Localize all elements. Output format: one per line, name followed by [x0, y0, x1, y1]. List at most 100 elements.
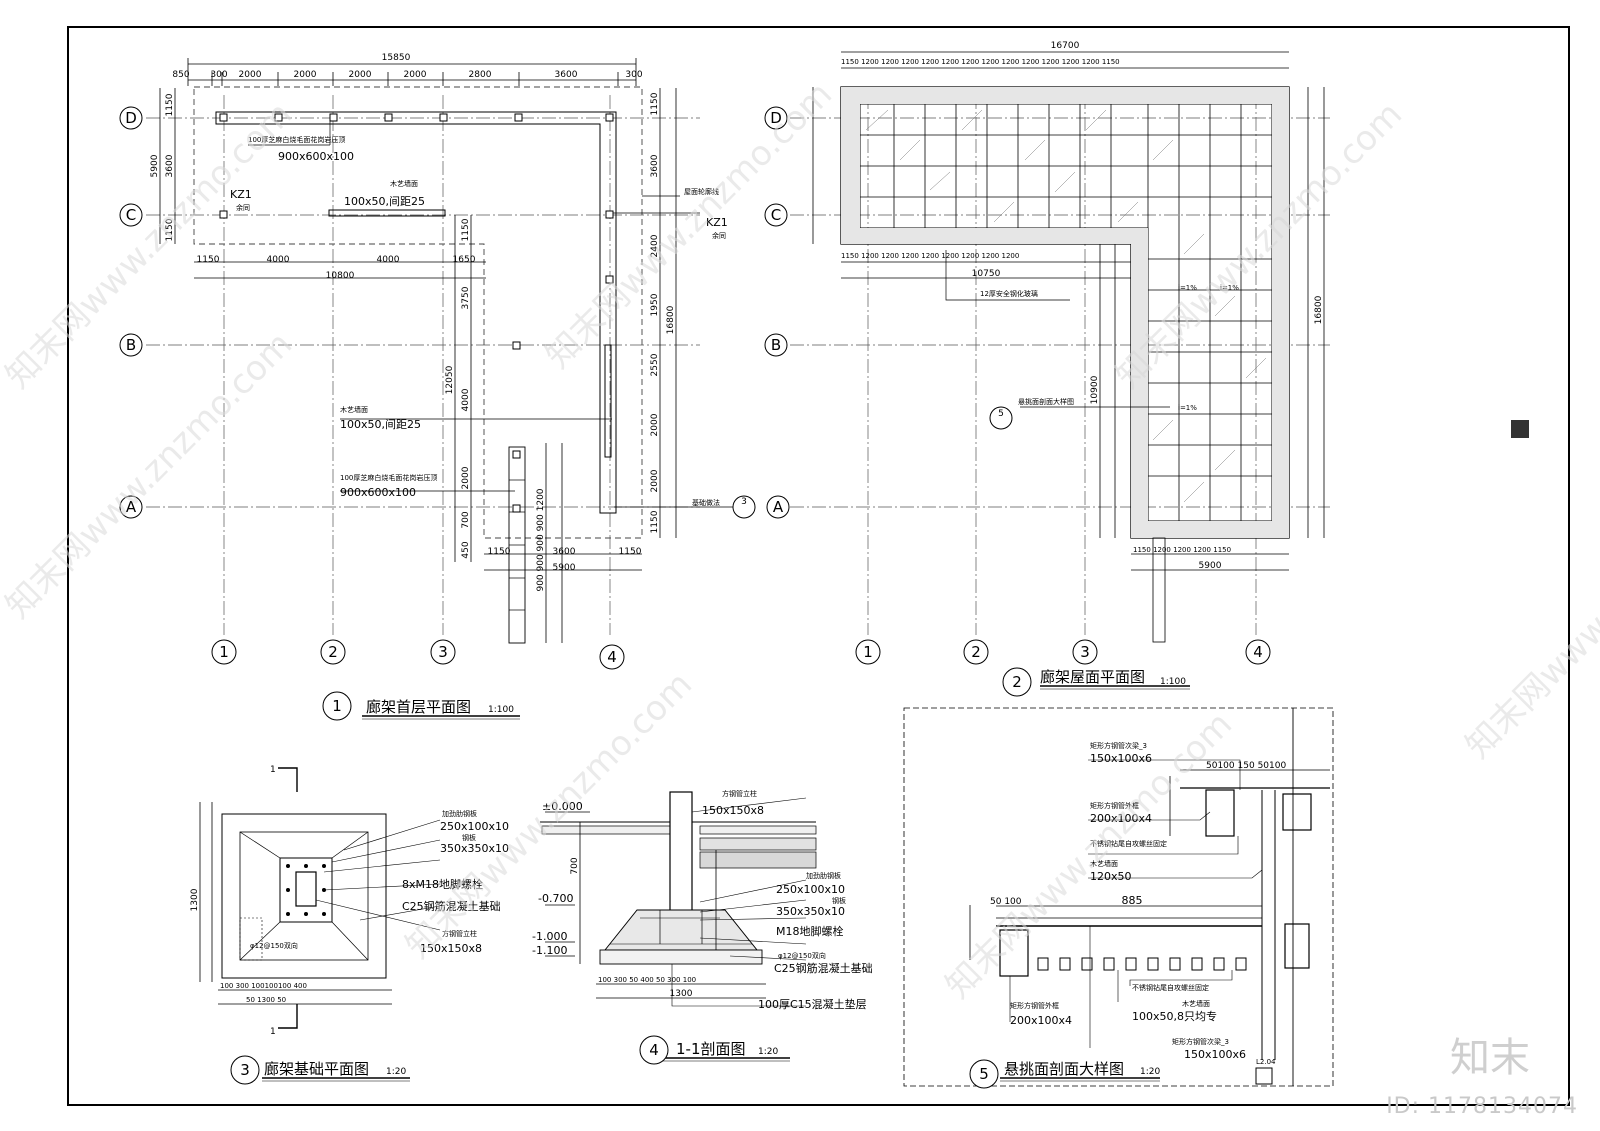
plan2-inner-total: 10900 [1090, 375, 1100, 404]
plan1-kz1-sub: 余同 [236, 203, 250, 212]
axis-A-label-1: A [126, 498, 137, 516]
detail3-bottom-dims: 100 300 100100100 400 [220, 982, 307, 990]
plan1-top-dim-9: 300 [625, 70, 642, 80]
detail4-label-5: 钢板 [832, 896, 846, 905]
plan1-top-dim-2: 300 [210, 70, 227, 80]
plan2-mid-dims: 1150 1200 1200 1200 1200 1200 1200 1200 … [841, 252, 1019, 260]
plan1-paving-size-2: 900x600x100 [340, 486, 416, 499]
plan1-wood-spec-2: 100x50,间距25 [340, 418, 421, 431]
axis-4-label-2: 4 [1253, 643, 1263, 661]
axis-B-label-1: B [126, 336, 136, 354]
detail3-label-2: 250x100x10 [440, 820, 509, 833]
detail5-label-1: 矩形方钢管次梁_3 [1090, 741, 1147, 750]
axis-3-label-2: 3 [1080, 643, 1090, 661]
plan1-paving-label-1: 100厚芝麻白烧毛面花岗岩压顶 [248, 135, 345, 144]
plan1-inner-dim-4: 2000 [461, 466, 471, 489]
detail3-rebar: φ12@150双向 [250, 941, 298, 950]
detail3-scale: 1:20 [386, 1067, 406, 1077]
axis-B-label-2: B [771, 336, 781, 354]
plan2-mid-total: 10750 [972, 269, 1001, 279]
plan1-top-dim-5: 2000 [349, 70, 372, 80]
plan1-top-dim-6: 2000 [404, 70, 427, 80]
detail5-bottom-6: 矩形方钢管次梁_3 [1172, 1037, 1229, 1046]
detail3-foundation-plan [199, 767, 441, 1082]
plan1-wood-wall-2: 木艺墙面 [340, 405, 368, 414]
plan2-slope-3: i=1% [1178, 404, 1197, 412]
plan1-inner-dim-2: 3750 [461, 286, 471, 309]
plan2-title: 廊架屋面平面图 [1040, 668, 1145, 686]
detail3-number: 3 [240, 1061, 250, 1079]
detail4-label-2: 150x150x8 [702, 804, 764, 817]
detail5-bottom-1: 不锈钢钻尾自攻螺丝固定 [1132, 983, 1209, 992]
detail5-bottom-2: 木艺墙面 [1182, 999, 1210, 1008]
plan1-kz1-label: KZ1 [230, 188, 252, 201]
plan1-mid-total: 10800 [326, 271, 355, 281]
detail5-label-5: 不锈钢钻尾自攻螺丝固定 [1090, 839, 1167, 848]
axis-C-label-2: C [771, 206, 781, 224]
plan1-paving-size-1: 900x600x100 [278, 150, 354, 163]
plan1-top-dim-4: 2000 [294, 70, 317, 80]
plan2-bottom-dims: 1150 1200 1200 1200 1150 [1133, 546, 1231, 554]
plan2-slope-2: i=1% [1220, 284, 1239, 292]
detail5-label-3: 矩形方钢管外框 [1090, 801, 1139, 810]
detail5-bottom-3: 100x50,8只均专 [1132, 1009, 1217, 1023]
plan2-top-total: 16700 [1051, 41, 1080, 51]
plan1-right-dim-7: 2000 [650, 469, 660, 492]
plan1-right-dim-6: 2000 [650, 413, 660, 436]
detail5-number: 5 [979, 1065, 989, 1083]
detail5-span: 885 [1122, 894, 1143, 907]
axis-D-label-2: D [770, 109, 782, 127]
detail3-title: 廊架基础平面图 [264, 1060, 369, 1078]
detail4-level-1: ±0.000 [542, 800, 583, 813]
detail4-label-10: 100厚C15混凝土垫层 [758, 997, 867, 1011]
axis-D-label-1: D [125, 109, 137, 127]
plan1-mid-dim-1: 1150 [197, 255, 220, 265]
plan2-detail-ref: 5 [998, 409, 1004, 419]
plan1-left-dim-2: 3600 [165, 154, 175, 177]
axis-4-label-1: 4 [607, 648, 617, 666]
detail5-span-dims: 50 100 [990, 897, 1022, 907]
watermark-logo: 知末 [1450, 1035, 1530, 1081]
plan1-wood-spec: 100x50,间距25 [344, 195, 425, 208]
svg-text:知末网www.znzmo.com: 知末网www.znzmo.com [1108, 94, 1410, 396]
detail5-bottom-4: 矩形方钢管外框 [1010, 1001, 1059, 1010]
plan1-bottom-dim-3: 1150 [619, 547, 642, 557]
plan1-top-dim-8: 3600 [555, 70, 578, 80]
detail4-number: 4 [649, 1041, 659, 1059]
detail3-label-7: 方钢管立柱 [442, 929, 477, 938]
detail4-number-bubble [639, 1035, 669, 1065]
plan1-right-dim-4: 1950 [650, 293, 660, 316]
detail5-label-2: 150x100x6 [1090, 752, 1152, 765]
detail4-bottom-total: 1300 [670, 989, 693, 999]
plan1-right-dim-8: 1150 [650, 510, 660, 533]
detail5-label-7: 120x50 [1090, 870, 1132, 883]
plan1-found-ref: 3 [741, 497, 747, 507]
plan1-inner-total: 12050 [445, 365, 455, 394]
detail5-bottom-5: 200x100x4 [1010, 1014, 1072, 1027]
detail3-bottom-dims-2: 50 1300 50 [246, 996, 286, 1004]
plan1-right-dim-1: 1150 [650, 92, 660, 115]
watermark-id: ID: 1178134074 [1386, 1094, 1578, 1119]
detail4-label-9: C25钢筋混凝土基础 [774, 961, 873, 975]
detail4-scale: 1:20 [758, 1047, 778, 1057]
sheet-border [67, 26, 1570, 1106]
plan2-axis-bubbles [764, 106, 1271, 697]
detail4-title: 1-1剖面图 [676, 1040, 746, 1058]
plan1-foundation-note: 基础做法 [692, 498, 720, 507]
detail4-section [540, 791, 817, 1062]
plan1-mid-dim-2: 4000 [267, 255, 290, 265]
detail3-label-4: 350x350x10 [440, 842, 509, 855]
plan2-detail-note: 悬挑面剖面大样图 [1018, 397, 1074, 406]
plan2-scale: 1:100 [1160, 677, 1186, 687]
detail4-label-6: 350x350x10 [776, 905, 845, 918]
plan2-right-total: 16800 [1314, 295, 1324, 324]
detail5-title: 悬挑面剖面大样图 [1004, 1060, 1124, 1078]
plan1-inner-dim-1: 1150 [461, 218, 471, 241]
detail3-label-8: 150x150x8 [420, 942, 482, 955]
detail4-label-4: 250x100x10 [776, 883, 845, 896]
detail3-number-bubble [230, 1055, 260, 1085]
plan1-kz1-right: KZ1 [706, 216, 728, 229]
plan2-slope-1: i=1% [1178, 284, 1197, 292]
plan1-bottom-total: 5900 [553, 563, 576, 573]
plan1-right-dim-5: 2550 [650, 353, 660, 376]
